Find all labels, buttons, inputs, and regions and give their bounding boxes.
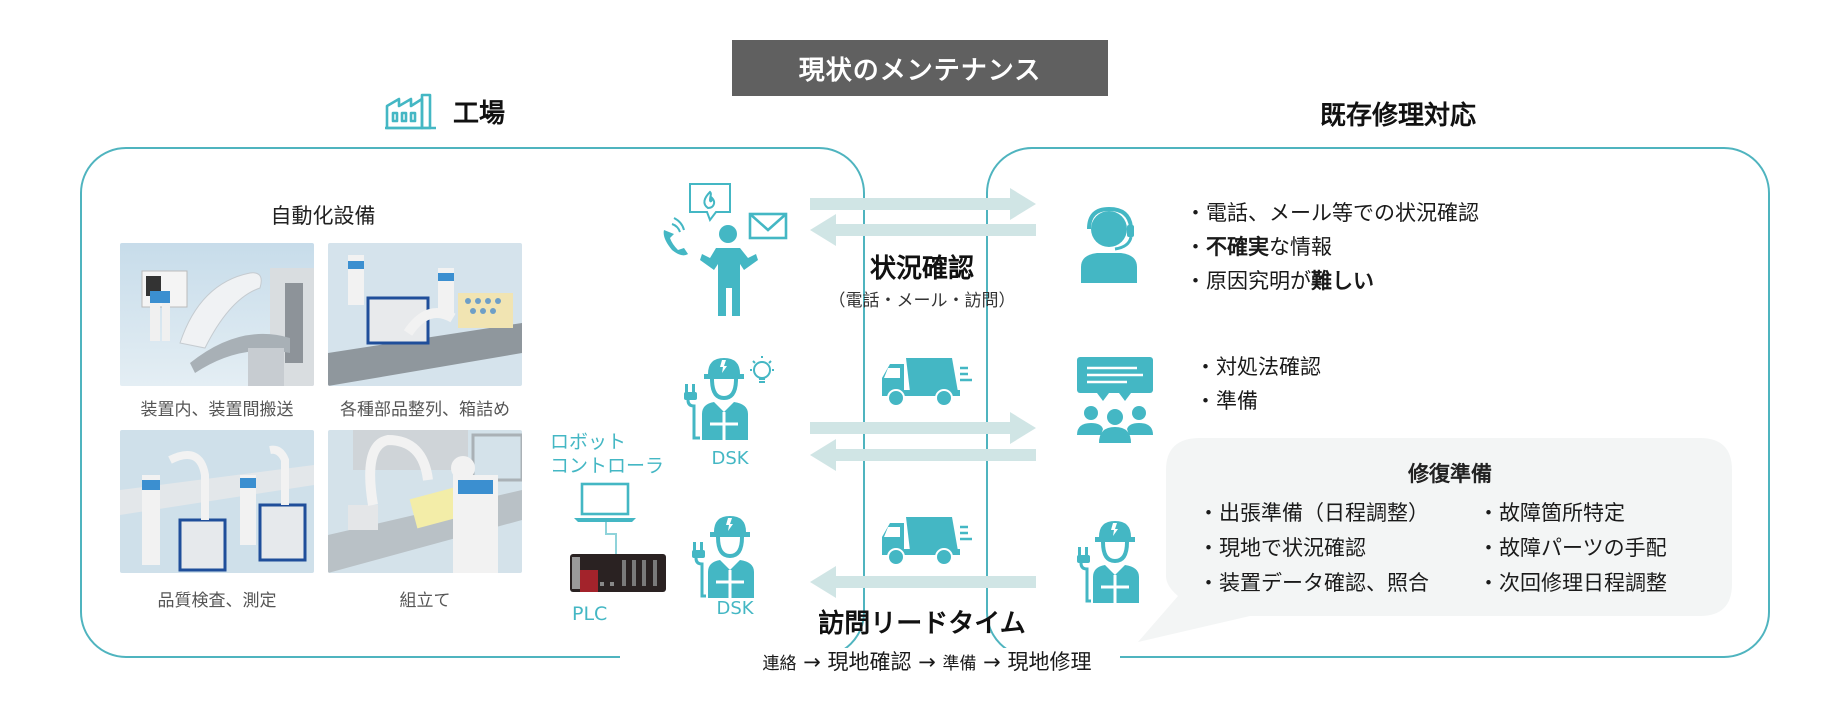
flow-step-onsite-repair: 現地修理 (1007, 650, 1092, 674)
customer-contact-icon (660, 178, 790, 322)
robot-controller-label-line2: コントローラ (550, 455, 665, 477)
repair-prep-col2: ・故障箇所特定 ・故障パーツの手配 ・次回修理日程調整 (1478, 496, 1667, 601)
page-title: 現状のメンテナンス (732, 40, 1108, 96)
list-item: ・出張準備（日程調整） (1198, 501, 1429, 525)
emphasis-text: 難しい (1311, 269, 1374, 293)
arrow-left (810, 439, 1036, 475)
arrow-left (810, 214, 1036, 250)
list-item: ・現地で状況確認 (1198, 536, 1366, 560)
photo-caption: 装置内、装置間搬送 (140, 400, 294, 420)
photo-caption: 品質検査、測定 (157, 591, 277, 611)
dsk-label: DSK (711, 448, 749, 469)
emphasis-text: 不確実 (1206, 235, 1269, 259)
repair-prep-bubble (1130, 436, 1735, 650)
dsk-engineer-icon (680, 352, 780, 446)
photo-caption: 組立て (399, 591, 451, 611)
repair-panel (986, 147, 1770, 658)
photo-sorting (328, 243, 522, 386)
repair-section-title: 既存修理対応 (1320, 101, 1477, 131)
list-item: ・次回修理日程調整 (1478, 571, 1667, 595)
status-check-issues: ・電話、メール等での状況確認 ・不確実な情報 ・原因究明が難しい (1185, 196, 1479, 298)
laptop-icon (572, 482, 638, 566)
list-item: ・故障パーツの手配 (1478, 536, 1667, 560)
list-item: ・原因究明が難しい (1185, 269, 1374, 293)
status-check-title: 状況確認 (869, 254, 974, 284)
flow-arrow: → (918, 650, 936, 674)
truck-icon (878, 354, 974, 412)
list-item: ・準備 (1195, 389, 1258, 413)
factory-icon (384, 92, 438, 134)
maintenance-flow: 連絡 → 現地確認 → 準備 → 現地修理 (742, 646, 1112, 676)
truck-icon (878, 513, 974, 571)
list-item: ・故障箇所特定 (1478, 501, 1625, 525)
dsk-label: DSK (716, 598, 754, 619)
list-item: ・対処法確認 (1195, 355, 1321, 379)
plc-label: PLC (572, 603, 608, 625)
robot-controller-label-line1: ロボット (550, 431, 627, 453)
photo-caption: 各種部品整列、箱詰め (340, 400, 510, 420)
operator-headset-icon (1075, 205, 1147, 289)
team-discussion-icon (1075, 355, 1155, 447)
lead-time-title: 訪問リードタイム (818, 609, 1026, 639)
factory-panel (80, 147, 865, 658)
photo-inspection (120, 430, 314, 573)
list-item: ・装置データ確認、照合 (1198, 571, 1429, 595)
flow-step-onsite-check: 現地確認 (827, 650, 912, 674)
arrow-left (810, 566, 1036, 602)
list-item: ・不確実な情報 (1185, 235, 1332, 259)
repair-prep-title: 修復準備 (1408, 462, 1492, 486)
photo-assembly (328, 430, 522, 573)
flow-arrow: → (803, 650, 821, 674)
repair-prep-col1: ・出張準備（日程調整） ・現地で状況確認 ・装置データ確認、照合 (1198, 496, 1429, 601)
factory-section-title: 工場 (453, 99, 506, 129)
flow-step-contact: 連絡 (762, 654, 797, 674)
equipment-label: 自動化設備 (270, 204, 376, 228)
countermeasure-list: ・対処法確認 ・準備 (1195, 350, 1321, 418)
arrow-right (810, 188, 1036, 224)
flow-gap (620, 648, 1120, 668)
robot-controller-label: ロボット コントローラ (550, 430, 664, 478)
dsk-engineer-icon (690, 510, 770, 604)
arrow-right (810, 412, 1036, 448)
repair-engineer-icon (1075, 515, 1155, 609)
plc-icon (570, 552, 666, 598)
list-item: ・電話、メール等での状況確認 (1185, 201, 1479, 225)
flow-arrow: → (983, 650, 1001, 674)
status-check-subtitle: （電話・メール・訪問） (828, 291, 1016, 311)
photo-transport (120, 243, 314, 386)
flow-step-prepare: 準備 (942, 654, 977, 674)
